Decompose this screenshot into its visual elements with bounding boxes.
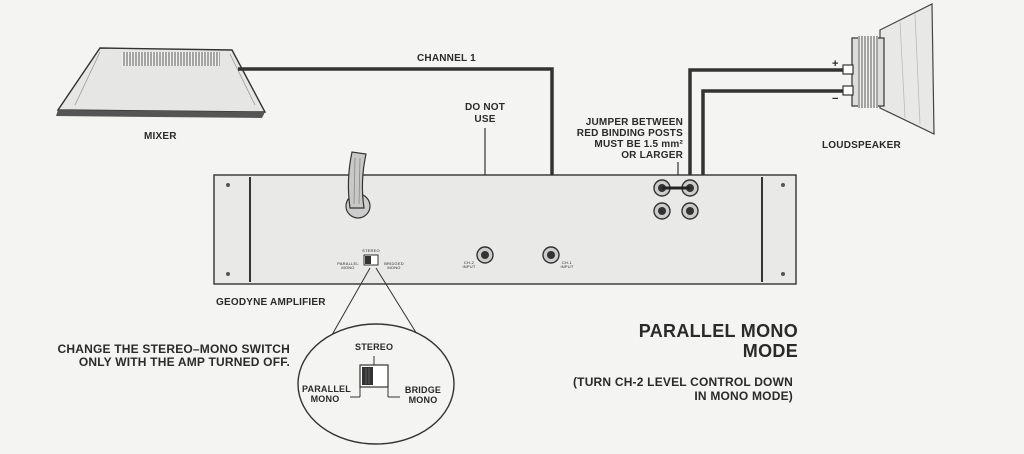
do-not-use-line-1: DO NOT bbox=[464, 102, 506, 113]
mixer-label: MIXER bbox=[144, 131, 177, 142]
do-not-use-label: DO NOT USE bbox=[452, 102, 518, 126]
inset-parallel-mono-label: PARALLEL MONO bbox=[302, 384, 351, 404]
inset-bridge-mono-label: BRIDGE MONO bbox=[402, 385, 444, 405]
amplifier-panel bbox=[213, 151, 797, 285]
mixer-icon bbox=[56, 47, 267, 118]
panel-ch1-input-label: CH-1 INPUT bbox=[558, 261, 576, 269]
panel-ch2-input-line-1: CH-2 bbox=[463, 260, 475, 265]
panel-ch1-input-line-1: CH-1 bbox=[561, 260, 573, 265]
switch-warning-line-2: ONLY WITH THE AMP TURNED OFF. bbox=[78, 355, 290, 369]
panel-switch-bridged-label: BRIDGED MONO bbox=[382, 262, 406, 270]
amplifier-label: GEODYNE AMPLIFIER bbox=[216, 297, 326, 308]
loudspeaker-label: LOUDSPEAKER bbox=[822, 140, 901, 151]
inset-stereo-label: STEREO bbox=[355, 342, 394, 352]
jumper-note-line-1: JUMPER BETWEEN bbox=[585, 117, 683, 128]
panel-ch2-input-label: CH-2 INPUT bbox=[460, 261, 478, 269]
binding-posts bbox=[653, 179, 699, 220]
panel-ch2-input-line-2: INPUT bbox=[462, 264, 476, 269]
inset-bridge-mono-line-2: MONO bbox=[408, 395, 438, 405]
switch-inset bbox=[297, 323, 455, 445]
jumper-note-line-4: OR LARGER bbox=[621, 150, 683, 161]
panel-switch-stereo-label: STEREO bbox=[362, 248, 380, 253]
positive-terminal-label: + bbox=[832, 58, 839, 70]
speaker-cable-positive bbox=[688, 68, 843, 187]
panel-switch-parallel-label: PARALLEL MONO bbox=[336, 262, 360, 270]
jumper-note-line-2: RED BINDING POSTS bbox=[576, 128, 683, 139]
inset-bridge-mono-line-1: BRIDGE bbox=[404, 385, 442, 395]
panel-switch-bridged-line-1: BRIDGED bbox=[384, 261, 404, 266]
mode-note-line-2: IN MONO MODE) bbox=[694, 389, 793, 403]
do-not-use-line-2: USE bbox=[474, 114, 496, 125]
panel-switch-parallel-line-2: MONO bbox=[341, 265, 355, 270]
mode-note: (TURN CH-2 LEVEL CONTROL DOWN IN MONO MO… bbox=[520, 375, 793, 403]
panel-switch-parallel-line-1: PARALLEL bbox=[337, 261, 359, 266]
inset-parallel-mono-line-1: PARALLEL bbox=[302, 384, 351, 394]
jumper-note-line-3: MUST BE 1.5 mm² bbox=[594, 139, 683, 150]
mode-title: PARALLEL MONO MODE bbox=[560, 321, 798, 361]
mode-note-line-1: (TURN CH-2 LEVEL CONTROL DOWN bbox=[572, 375, 793, 389]
panel-switch-bridged-line-2: MONO bbox=[387, 265, 401, 270]
mode-title-line-1: PARALLEL MONO bbox=[638, 321, 798, 341]
switch-warning: CHANGE THE STEREO–MONO SWITCH ONLY WITH … bbox=[40, 343, 290, 369]
switch-warning-line-1: CHANGE THE STEREO–MONO SWITCH bbox=[57, 342, 290, 356]
ch2-input-jack bbox=[476, 246, 494, 264]
mode-title-line-2: MODE bbox=[742, 341, 798, 361]
channel-1-label: CHANNEL 1 bbox=[417, 53, 476, 64]
jumper-note: JUMPER BETWEEN RED BINDING POSTS MUST BE… bbox=[562, 117, 683, 161]
inset-parallel-mono-line-2: MONO bbox=[310, 394, 340, 404]
panel-ch1-input-line-2: INPUT bbox=[560, 264, 574, 269]
negative-terminal-label: − bbox=[832, 93, 839, 105]
ch1-input-jack bbox=[542, 246, 560, 264]
loudspeaker-icon bbox=[842, 3, 935, 135]
